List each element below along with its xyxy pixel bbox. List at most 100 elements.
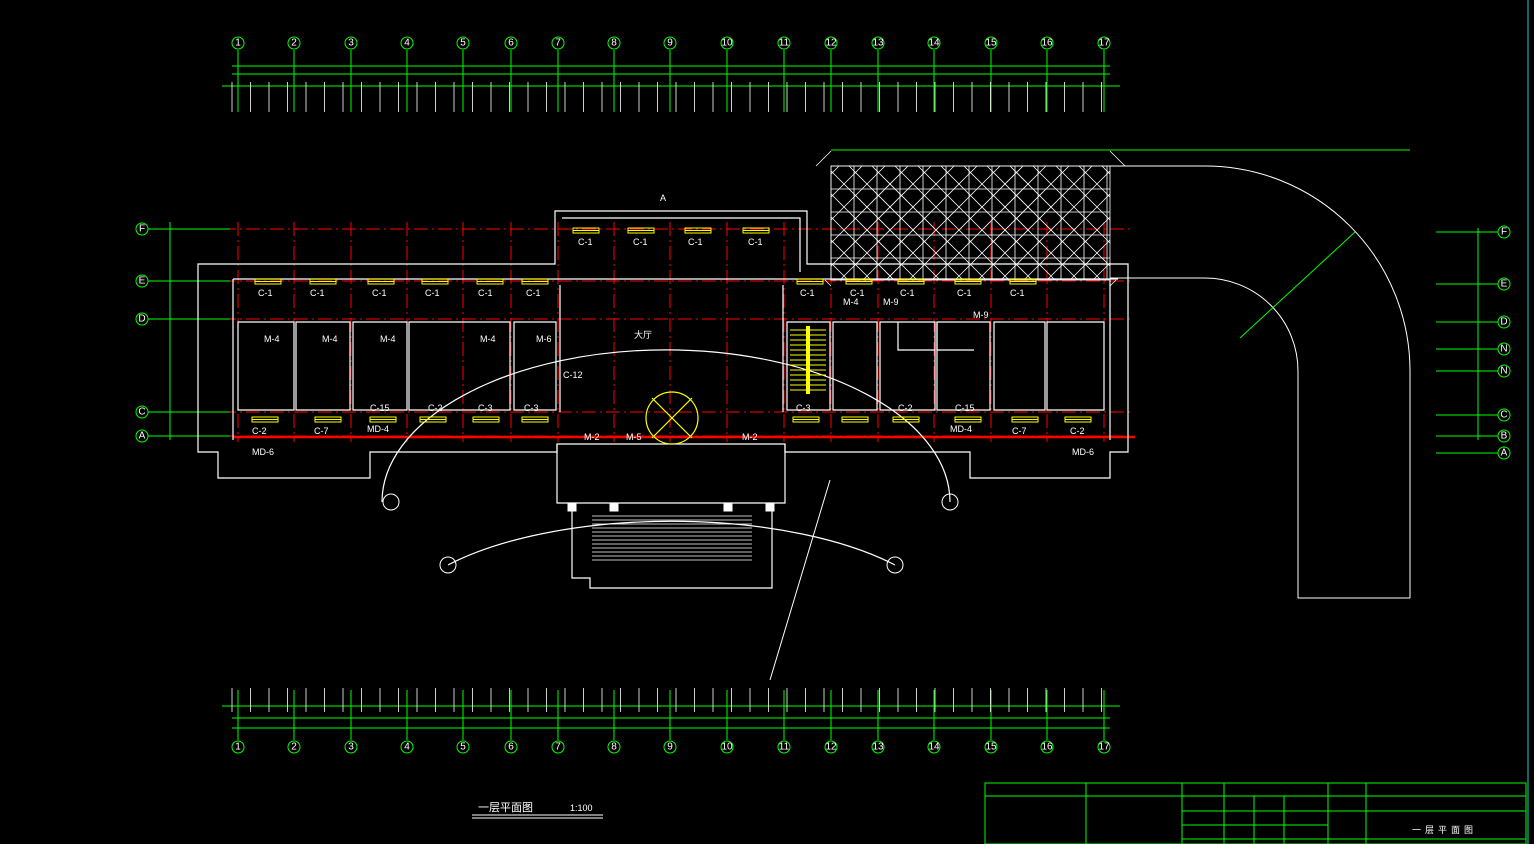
- hatch-line: [871, 165, 987, 281]
- axis-number: 13: [872, 742, 884, 753]
- paving-hatch: [815, 150, 1126, 287]
- window-label: C-15: [955, 403, 975, 413]
- axis-number: 11: [779, 742, 790, 753]
- entry-label: M-2: [584, 432, 600, 442]
- window-label: C-2: [898, 403, 913, 413]
- axis-bubble: [927, 36, 941, 50]
- windows: [251, 227, 1092, 423]
- axis-number: 8: [611, 742, 617, 753]
- axis-number: 2: [291, 38, 297, 49]
- axis-number: 13: [872, 38, 884, 49]
- window-label: C-3: [478, 403, 493, 413]
- axis-bubble: [400, 740, 414, 754]
- axis-bubble: [984, 36, 998, 50]
- window-label: C-1: [800, 288, 815, 298]
- window-label: C-1: [478, 288, 493, 298]
- entry-label: MD-6: [1072, 447, 1094, 457]
- hatch-line: [830, 165, 932, 267]
- window-label: C-2: [252, 426, 267, 436]
- window-label: C-1: [258, 288, 273, 298]
- entry-label: MD-4: [950, 424, 972, 434]
- axis-number: 15: [985, 38, 997, 49]
- entrance-steps: [592, 515, 752, 561]
- revolving-door: [645, 391, 699, 445]
- stair: [790, 326, 826, 394]
- axis-bubble: [456, 740, 470, 754]
- axis-bubble: [1497, 429, 1511, 443]
- axis-letter: E: [1501, 279, 1508, 290]
- axis-bubble: [135, 222, 149, 236]
- hatch-line: [848, 165, 964, 281]
- hatch-line: [830, 239, 872, 281]
- door-label: M-6: [536, 334, 552, 344]
- axis-number: 5: [460, 742, 466, 753]
- axis-number: 3: [348, 742, 354, 753]
- axis-number: 2: [291, 742, 297, 753]
- axis-bubble: [135, 429, 149, 443]
- window-label: C-1: [748, 237, 763, 247]
- axis-number: 3: [348, 38, 354, 49]
- hatch-line: [824, 279, 832, 287]
- axis-bubble: [400, 36, 414, 50]
- axis-letter: E: [139, 276, 146, 287]
- door-label: M-9: [973, 310, 989, 320]
- hatch-line: [1032, 165, 1111, 244]
- axis-letter: B: [1501, 431, 1508, 442]
- hatch-line: [1109, 150, 1126, 167]
- axis-number: 7: [555, 742, 561, 753]
- title-block: [984, 782, 1527, 844]
- axis-bubble: [720, 36, 734, 50]
- hatch-line: [830, 165, 909, 244]
- hatch-line: [917, 165, 1033, 281]
- axis-number: 6: [508, 38, 514, 49]
- axis-bubble: [1040, 36, 1054, 50]
- axis-number: 16: [1041, 742, 1053, 753]
- axis-bubble: [984, 740, 998, 754]
- hatch-line: [940, 165, 1056, 281]
- hatch-line: [986, 165, 1102, 281]
- hatch-line: [830, 193, 918, 281]
- door-label: M-4: [843, 297, 859, 307]
- hatch-line: [1023, 193, 1111, 281]
- axis-bubble: [1497, 446, 1511, 460]
- window-label: C-12: [563, 370, 583, 380]
- door-label: M-9: [883, 297, 899, 307]
- axis-bubble: [871, 36, 885, 50]
- hatch-line: [830, 165, 840, 175]
- axis-number: 6: [508, 742, 514, 753]
- axis-letter: D: [1500, 317, 1507, 328]
- window-label: C-1: [526, 288, 541, 298]
- axis-letter: N: [1500, 344, 1507, 355]
- window-label: C-1: [633, 237, 648, 247]
- hatch-line: [954, 165, 1070, 281]
- axis-bubble: [777, 36, 791, 50]
- hatch-line: [830, 165, 886, 221]
- window-label: C-2: [428, 403, 443, 413]
- entry-label: MD-4: [367, 424, 389, 434]
- axis-number: 7: [555, 38, 561, 49]
- axis-bubble: [231, 740, 245, 754]
- entry-label: MD-6: [252, 447, 274, 457]
- hatch-line: [1078, 165, 1111, 198]
- hatch-line: [885, 165, 1001, 281]
- axis-number: 11: [779, 38, 790, 49]
- hatch-line: [894, 165, 1010, 281]
- drawing-scale: 1:100: [570, 803, 593, 813]
- title-block-drawing-name: 一层平面图: [1412, 825, 1477, 835]
- axis-number: 14: [928, 38, 940, 49]
- window-label: C-1: [372, 288, 387, 298]
- leader-line: [769, 479, 831, 681]
- axis-bubble: [1497, 277, 1511, 291]
- hatch-line: [1000, 170, 1111, 281]
- hatch-line: [1009, 165, 1111, 267]
- hatch-line: [815, 150, 832, 167]
- hatch-line: [908, 165, 1024, 281]
- hatch-line: [1055, 165, 1111, 221]
- window-label: C-7: [314, 426, 329, 436]
- axis-letter: F: [139, 224, 145, 235]
- axis-bubble: [1040, 740, 1054, 754]
- door-label: M-4: [264, 334, 280, 344]
- axis-letter: C: [138, 407, 145, 418]
- axis-number: 15: [985, 742, 997, 753]
